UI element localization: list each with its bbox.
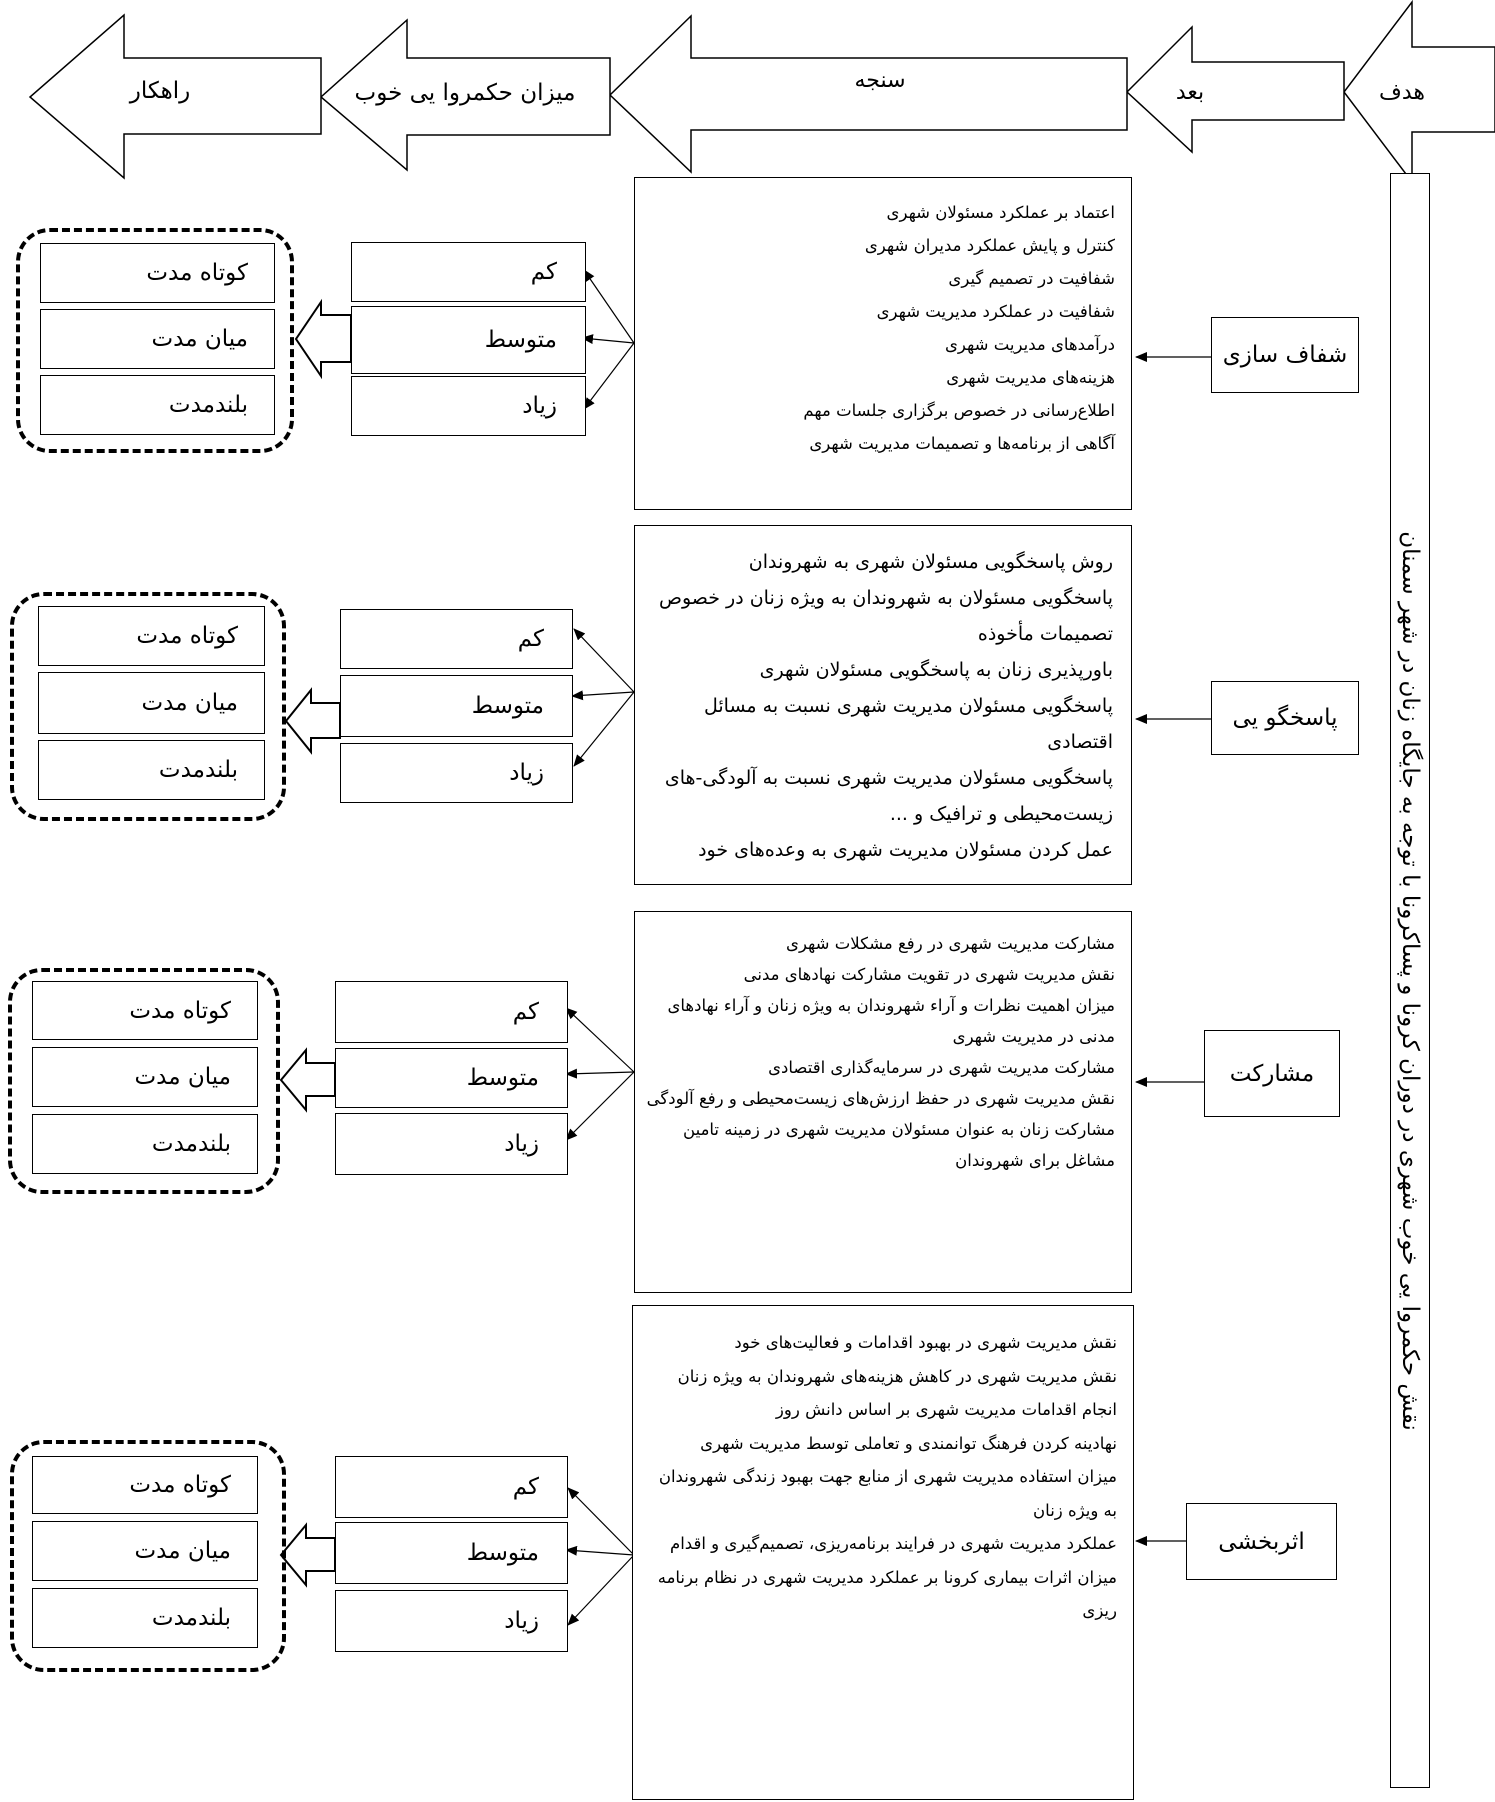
indicator-item: میزان اهمیت نظرات و آراء شهروندان به ویژ… <box>667 996 1115 1046</box>
strategy-short-term: کوتاه مدت <box>38 606 265 666</box>
indicators-box-4: نقش مدیریت شهری در بهبود اقدامات و فعالی… <box>632 1305 1134 1800</box>
indicator-item: شفافیت در عملکرد مدیریت شهری <box>876 302 1115 321</box>
indicator-item: مشارکت مدیریت شهری در سرمایه‌گذاری اقتصا… <box>768 1058 1115 1077</box>
header-arrow-dimension <box>1125 25 1345 154</box>
goal-box: نقش حکمروا یی خوب شهری در دوران کرونا و … <box>1390 173 1430 1788</box>
level-low: کم <box>351 242 586 302</box>
strategy-frame <box>16 228 294 453</box>
header-good-governance-level: میزان حکمروا یی خوب <box>354 80 576 106</box>
dimension-participation: مشارکت <box>1204 1030 1340 1117</box>
indicator-item: درآمدهای مدیریت شهری <box>945 335 1115 354</box>
indicator-item: نقش مدیریت شهری در حفظ ارزش‌های زیست‌محی… <box>646 1089 1115 1108</box>
indicator-item: میزان اثرات بیماری کرونا بر عملکرد مدیری… <box>657 1567 1117 1621</box>
indicator-item: نقش مدیریت شهری در تقویت مشارکت نهادهای … <box>743 965 1115 984</box>
indicator-list-1: اعتماد بر عملکرد مسئولان شهری کنترل و پا… <box>643 196 1115 460</box>
indicator-item: عملکرد مدیریت شهری در فرایند برنامه‌ریزی… <box>670 1534 1117 1553</box>
indicator-item: پاسخگویی مسئولان مدیریت شهری نسبت به آلو… <box>664 767 1113 825</box>
indicator-item: اطلاع‌رسانی در خصوص برگزاری جلسات مهم <box>803 401 1115 420</box>
level-high: زیاد <box>335 1113 568 1175</box>
header-dimension: بعد <box>1175 80 1205 105</box>
level-low: کم <box>340 609 573 669</box>
hollow-arrow-2 <box>284 687 341 755</box>
strategy-long-term: بلندمدت <box>32 1114 258 1174</box>
header-strategy: راهکار <box>129 78 191 104</box>
indicator-item: شفافیت در تصمیم گیری <box>948 269 1115 288</box>
indicator-item: مشارکت مدیریت شهری در رفع مشکلات شهری <box>786 934 1115 953</box>
strategy-mid-term: میان مدت <box>32 1521 258 1581</box>
header-arrow-indicator <box>608 14 1128 174</box>
header-arrow-level <box>319 18 611 172</box>
connectors-group-1 <box>581 269 1211 410</box>
connectors-group-3 <box>565 1007 1204 1141</box>
strategy-long-term: بلندمدت <box>38 740 265 800</box>
level-medium: متوسط <box>351 306 586 374</box>
level-medium: متوسط <box>335 1522 568 1584</box>
level-low: کم <box>335 1456 568 1518</box>
indicator-item: نقش مدیریت شهری در کاهش هزینه‌های شهروند… <box>677 1366 1117 1386</box>
indicator-item: هزینه‌های مدیریت شهری <box>946 368 1115 387</box>
indicator-item: اعتماد بر عملکرد مسئولان شهری <box>886 203 1115 222</box>
strategy-mid-term: میان مدت <box>32 1047 258 1107</box>
dimension-transparency: شفاف سازی <box>1211 317 1359 393</box>
level-low: کم <box>335 981 568 1043</box>
indicator-item: آگاهی از برنامه‌ها و تصمیمات مدیریت شهری <box>809 434 1115 453</box>
indicator-list-2: روش پاسخگویی مسئولان شهری به شهروندان پا… <box>645 544 1113 868</box>
hollow-arrow-1 <box>294 298 352 380</box>
header-indicator: سنجه <box>854 68 906 93</box>
hollow-arrow-3 <box>279 1047 336 1113</box>
indicators-box-3: مشارکت مدیریت شهری در رفع مشکلات شهری نق… <box>634 911 1132 1293</box>
strategy-short-term: کوتاه مدت <box>32 981 258 1040</box>
strategy-frame <box>10 592 286 821</box>
indicator-item: نهادینه کردن فرهنگ توانمندی و تعاملی توس… <box>700 1433 1117 1453</box>
indicator-item: روش پاسخگویی مسئولان شهری به شهروندان <box>748 551 1113 573</box>
indicator-item: میزان استفاده مدیریت شهری از منابع جهت ب… <box>658 1467 1117 1520</box>
hollow-arrow-4 <box>279 1522 336 1588</box>
dimension-effectiveness: اثربخشی <box>1186 1503 1337 1580</box>
level-medium: متوسط <box>335 1048 568 1108</box>
indicator-item: انجام اقدامات مدیریت شهری بر اساس دانش ر… <box>775 1400 1117 1419</box>
indicator-list-3: مشارکت مدیریت شهری در رفع مشکلات شهری نق… <box>643 928 1115 1176</box>
level-high: زیاد <box>340 743 573 803</box>
strategy-short-term: کوتاه مدت <box>40 243 275 303</box>
indicator-item: پاسخگویی مسئولان به شهروندان به ویژه زنا… <box>658 587 1113 645</box>
strategy-long-term: بلندمدت <box>40 375 275 435</box>
header-arrow-strategy <box>28 13 322 180</box>
strategy-frame <box>8 968 280 1194</box>
connectors-group-2 <box>571 628 1211 767</box>
connectors-group-4 <box>565 1487 1186 1626</box>
indicator-item: عمل کردن مسئولان مدیریت شهری به وعده‌های… <box>698 839 1113 861</box>
indicators-box-1: اعتماد بر عملکرد مسئولان شهری کنترل و پا… <box>634 177 1132 510</box>
level-high: زیاد <box>351 376 586 436</box>
indicator-item: کنترل و پایش عملکرد مدیران شهری <box>864 236 1115 255</box>
dimension-accountability: پاسخگو یی <box>1211 681 1359 755</box>
indicator-item: نقش مدیریت شهری در بهبود اقدامات و فعالی… <box>734 1333 1117 1352</box>
strategy-frame <box>10 1440 286 1672</box>
level-medium: متوسط <box>340 675 573 737</box>
goal-text: نقش حکمروا یی خوب شهری در دوران کرونا و … <box>1397 530 1423 1431</box>
header-goal: هدف <box>1379 80 1425 105</box>
level-high: زیاد <box>335 1590 568 1652</box>
strategy-long-term: بلندمدت <box>32 1588 258 1648</box>
indicator-item: مشارکت زنان به عنوان مسئولان مدیریت شهری… <box>683 1120 1115 1170</box>
indicators-box-2: روش پاسخگویی مسئولان شهری به شهروندان پا… <box>634 525 1132 885</box>
indicator-item: باورپذیری زنان به پاسخگویی مسئولان شهری <box>759 659 1113 681</box>
strategy-mid-term: میان مدت <box>38 672 265 734</box>
header-arrow-goal <box>1343 0 1495 185</box>
indicator-list-4: نقش مدیریت شهری در بهبود اقدامات و فعالی… <box>641 1326 1117 1628</box>
strategy-mid-term: میان مدت <box>40 309 275 369</box>
strategy-short-term: کوتاه مدت <box>32 1456 258 1514</box>
indicator-item: پاسخگویی مسئولان مدیریت شهری نسبت به مسا… <box>704 695 1113 753</box>
